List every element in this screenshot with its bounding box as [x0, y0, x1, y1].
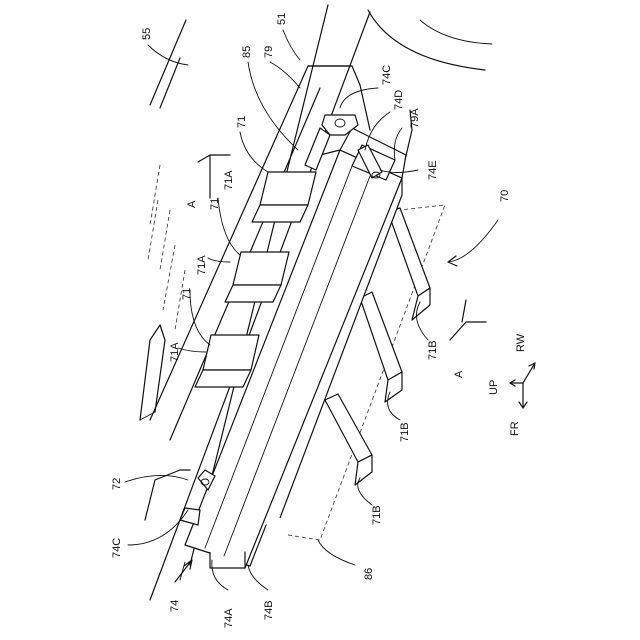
label-70: 70	[499, 190, 511, 202]
leader-arrow-74	[175, 560, 192, 582]
label-A-bottom: A	[453, 370, 465, 378]
label-UP: UP	[488, 380, 500, 395]
label-74E: 74E	[427, 160, 439, 180]
label-86: 86	[363, 568, 375, 580]
label-51: 51	[276, 13, 288, 25]
label-79: 79	[263, 46, 275, 58]
label-74B: 74B	[263, 600, 275, 620]
label-74A: 74A	[223, 608, 235, 628]
label-79A: 79A	[409, 108, 421, 128]
label-71B-right: 71B	[427, 340, 439, 360]
direction-indicator	[510, 363, 535, 408]
label-71A-upper: 71A	[223, 170, 235, 190]
label-74: 74	[169, 600, 181, 612]
label-71-middle: 71	[209, 198, 221, 210]
label-71-lower: 71	[181, 288, 193, 300]
label-FR: FR	[509, 421, 521, 436]
label-71A-lower: 71A	[169, 342, 181, 362]
label-A-top: A	[186, 200, 198, 208]
label-72: 72	[111, 478, 123, 490]
label-71B-middle: 71B	[399, 422, 411, 442]
label-71B-left: 71B	[371, 505, 383, 525]
label-71A-middle: 71A	[196, 255, 208, 275]
label-74C-bottom: 74C	[111, 538, 123, 558]
label-71-upper: 71	[236, 116, 248, 128]
label-55: 55	[141, 28, 153, 40]
label-RW: RW	[515, 333, 527, 352]
label-74D: 74D	[393, 90, 405, 110]
label-74C-top: 74C	[381, 65, 393, 85]
label-85: 85	[241, 46, 253, 58]
